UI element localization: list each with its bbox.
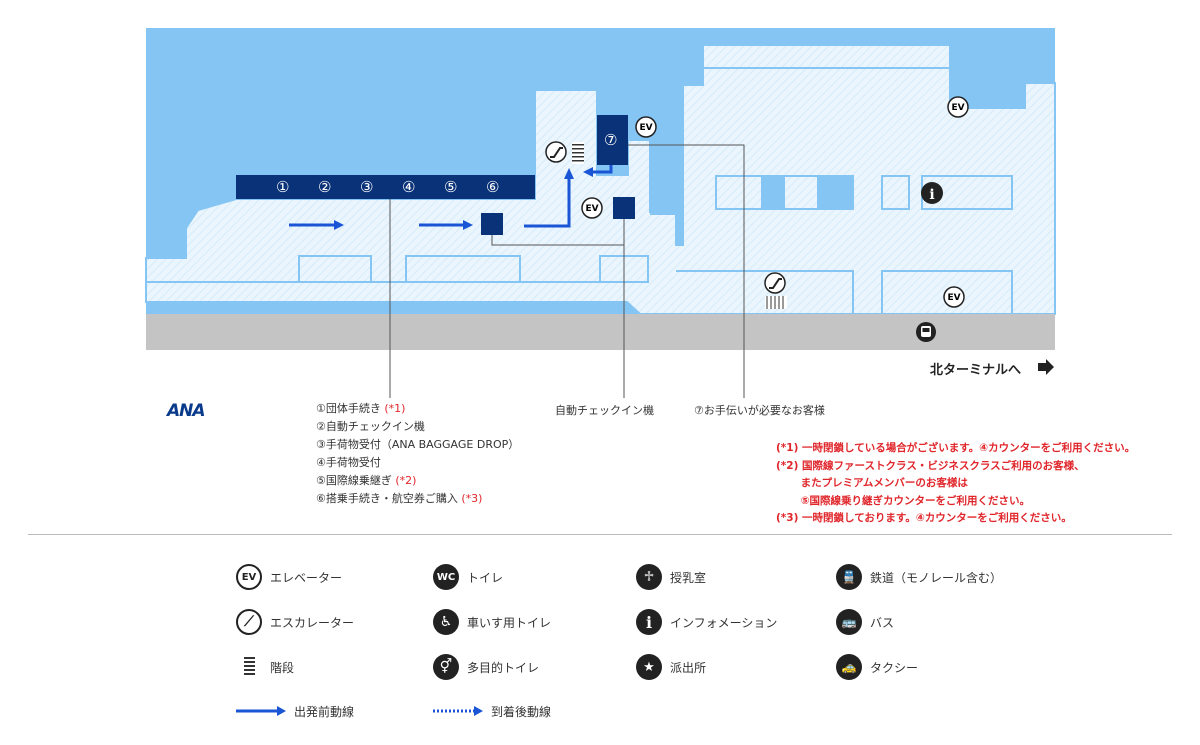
list-item: ⑤国際線乗継ぎ (*2): [316, 474, 417, 487]
list-item: ④手荷物受付: [316, 456, 381, 469]
north-terminal-link[interactable]: 北ターミナルへ: [930, 363, 1022, 378]
bus-icon: 🚌: [836, 609, 862, 635]
divider: [28, 534, 1172, 535]
counter-1: ①: [276, 178, 290, 196]
svg-text:i: i: [929, 187, 934, 203]
elevator-icon: EV: [236, 564, 262, 590]
counter-list: ①団体手続き (*1) ②自動チェックイン機 ③手荷物受付（ANA BAGGAG…: [316, 400, 519, 508]
counter-7: ⑦: [604, 131, 618, 149]
svg-text:EV: EV: [639, 123, 652, 133]
escalator-icon: [545, 141, 567, 163]
road: [146, 314, 1055, 350]
counter-2: ②: [318, 178, 332, 196]
counter-4: ④: [402, 178, 416, 196]
wheelchair-icon: ♿: [433, 609, 459, 635]
counter-5: ⑤: [444, 178, 458, 196]
kiosk: [481, 213, 503, 235]
assist-counter: [597, 115, 628, 165]
multipurpose-toilet-icon: ⚥: [433, 654, 459, 680]
svg-text:EV: EV: [947, 293, 960, 303]
stairs-icon: [236, 657, 262, 677]
counter-numbers: ① ② ③ ④ ⑤ ⑥: [236, 175, 535, 199]
legend-item: 階段: [236, 653, 294, 681]
stairs-icon: [572, 142, 584, 164]
callout-auto-checkin: 自動チェックイン機: [555, 404, 654, 417]
legend-item: ⚥多目的トイレ: [433, 653, 539, 681]
information-icon: i: [921, 182, 943, 204]
police-box-icon: ★: [636, 654, 662, 680]
note: (*1) 一時閉鎖している場合がございます。④カウンターをご利用ください。: [776, 442, 1136, 454]
toilet-icon: WC: [433, 564, 459, 590]
escalator-icon: ⟋: [236, 609, 262, 635]
notes: (*1) 一時閉鎖している場合がございます。④カウンターをご利用ください。 (*…: [776, 440, 1135, 528]
ana-logo: ANA: [167, 401, 206, 421]
kiosk: [613, 197, 635, 219]
bus-icon: [916, 322, 936, 342]
stairs-icon: [765, 296, 787, 309]
legend-item: ♿車いす用トイレ: [433, 608, 551, 636]
callout-assistance: ⑦お手伝いが必要なお客様: [694, 404, 825, 417]
note: またプレミアムメンバーのお客様は: [776, 477, 968, 489]
svg-text:EV: EV: [585, 204, 598, 214]
legend-item: 🚆鉄道（モノレール含む）: [836, 563, 1002, 591]
arrival-route-icon: [433, 706, 483, 716]
counter-6: ⑥: [486, 178, 500, 196]
list-item: ③手荷物受付（ANA BAGGAGE DROP）: [316, 438, 520, 451]
floor-map: EV EV EV EV i: [145, 28, 1056, 398]
checkin-counter-row: [236, 175, 535, 199]
nursing-room-icon: ♱: [636, 564, 662, 590]
legend-item: 出発前動線: [236, 697, 354, 725]
note: ⑤国際線乗り継ぎカウンターをご利用ください。: [776, 494, 1031, 507]
legend-item: 🚕タクシー: [836, 653, 918, 681]
legend-item: 到着後動線: [433, 697, 551, 725]
svg-text:EV: EV: [951, 103, 964, 113]
elevator-icon: EV EV EV EV: [581, 96, 969, 308]
list-item: ②自動チェックイン機: [316, 420, 425, 433]
counter-3: ③: [360, 178, 374, 196]
legend-item: ★派出所: [636, 653, 706, 681]
taxi-icon: 🚕: [836, 654, 862, 680]
arrow-right-icon: [1038, 359, 1054, 375]
note: (*3) 一時閉鎖しております。④カウンターをご利用ください。: [776, 512, 1072, 524]
legend-item: ⟋エスカレーター: [236, 608, 354, 636]
information-icon: i: [636, 609, 662, 635]
train-icon: 🚆: [836, 564, 862, 590]
departure-route: [289, 165, 613, 230]
legend-item: 🚌バス: [836, 608, 894, 636]
legend-item: ♱授乳室: [636, 563, 706, 591]
list-item: ①団体手続き (*1): [316, 402, 406, 415]
list-item: ⑥搭乗手続き・航空券ご購入 (*3): [316, 492, 483, 505]
departure-route-icon: [236, 706, 286, 716]
escalator-icon: [764, 272, 786, 294]
note: (*2) 国際線ファーストクラス・ビジネスクラスご利用のお客様、: [776, 459, 1085, 472]
